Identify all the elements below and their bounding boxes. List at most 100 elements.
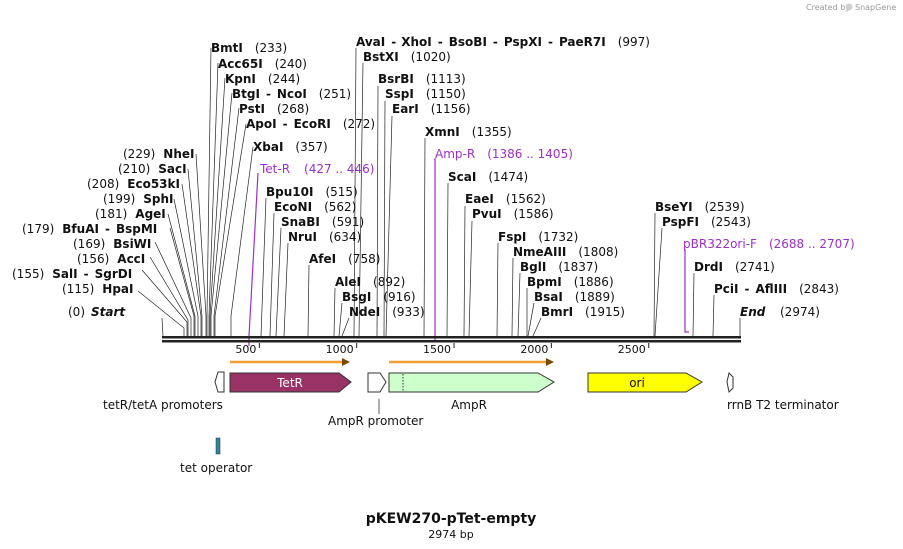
enzyme-site: DrdI(2741) xyxy=(694,260,775,274)
connector-pcii xyxy=(712,294,715,337)
map-ends: (0) Start End (2974) xyxy=(68,305,820,319)
feature-tet-operator xyxy=(215,437,221,455)
enzyme-site: (210)SacI xyxy=(118,162,187,176)
enzyme-site: (155)SalI-SgrDI xyxy=(12,267,132,281)
enzyme-site-label: SnaBI(591) xyxy=(281,215,364,229)
enzyme-site: FspI(1732) xyxy=(498,230,578,244)
enzyme-site: Bpu10I(515) xyxy=(266,185,358,199)
enzyme-site-label: BglI(1837) xyxy=(520,260,598,274)
orf-arrowhead-ampr xyxy=(546,358,554,366)
connector-xmni xyxy=(423,137,426,337)
start-label: Start xyxy=(91,305,126,319)
enzyme-site-label: (179)BfuAI-BspMI xyxy=(22,222,157,236)
enzyme-site: (208)Eco53kI xyxy=(87,177,180,191)
connector-bmti xyxy=(206,47,212,336)
axis-tick-label: 1500 xyxy=(423,343,451,356)
primer-line-pbr322ori-f xyxy=(684,249,689,333)
enzyme-site: AvaI-XhoI-BsoBI-PspXI-PaeR7I(997) xyxy=(356,35,650,49)
end-label: End xyxy=(740,305,766,319)
connector-saci xyxy=(187,168,203,336)
enzyme-site-label: (181)AgeI xyxy=(95,207,166,221)
connector-btgi xyxy=(210,92,233,336)
connector-psti xyxy=(213,107,240,336)
enzyme-site: BseYI(2539) xyxy=(655,200,745,214)
primer-labels: Tet-R(427 .. 446) Amp-R(1386 .. 1405) pB… xyxy=(259,147,855,251)
connector-bstxi xyxy=(358,62,364,337)
enzyme-site: BpmI(1886) xyxy=(527,275,614,289)
end-pos: (2974) xyxy=(780,305,820,319)
enzyme-site-label: XbaI(357) xyxy=(253,140,328,154)
feature-label-rrnb-t2-terminator: rrnB T2 terminator xyxy=(727,398,839,412)
enzyme-site: ApoI-EcoRI(272) xyxy=(246,117,375,131)
enzyme-site-label: (156)AccI xyxy=(77,252,145,266)
enzyme-site: BmtI(233) xyxy=(211,41,287,55)
enzyme-site: AfeI(758) xyxy=(309,252,380,266)
enzyme-site-label: NdeI(933) xyxy=(349,305,425,319)
features xyxy=(214,371,734,455)
enzyme-site-label: AvaI-XhoI-BsoBI-PspXI-PaeR7I(997) xyxy=(356,35,650,49)
connector-bsai xyxy=(527,302,535,337)
connector-afei xyxy=(307,264,310,337)
connector-eco53ki xyxy=(181,183,202,336)
enzyme-site-label: PspFI(2543) xyxy=(662,215,751,229)
snapgene-credit: Created by SnapGene xyxy=(806,3,896,12)
start-pos: (0) xyxy=(68,305,85,319)
connector-acci xyxy=(149,256,189,336)
connector-nmeaiii xyxy=(511,257,514,337)
connector-bpu10i xyxy=(260,197,267,337)
enzyme-site-label: NmeAIII(1808) xyxy=(513,245,618,259)
feature-tetr xyxy=(229,372,352,393)
enzyme-site: BsaI(1889) xyxy=(534,290,615,304)
enzyme-site-label: PciI-AflIII(2843) xyxy=(714,282,839,296)
map-size: 2974 bp xyxy=(428,528,473,541)
credit-brand: SnapGene xyxy=(855,3,896,12)
enzyme-site-label: SspI(1150) xyxy=(385,87,466,101)
feature-label-tetr-tetA-promoters: tetR/tetA promoters xyxy=(103,398,223,412)
dna-strand-bottom xyxy=(162,340,741,343)
enzyme-site-label: XmnI(1355) xyxy=(425,125,512,139)
feature-label-ampr-promoter: AmpR promoter xyxy=(328,414,423,428)
enzyme-site: (199)SphI xyxy=(103,192,174,206)
dna-strand-top xyxy=(162,336,741,339)
orf-arrowhead-tetr xyxy=(342,358,350,366)
enzyme-site-label: (229)NheI xyxy=(123,147,194,161)
enzyme-site-label: PvuI(1586) xyxy=(472,207,554,221)
enzyme-site: EaeI(1562) xyxy=(465,192,546,206)
connector-bfuai xyxy=(169,227,195,336)
enzyme-site-label: BmtI(233) xyxy=(211,41,287,55)
enzyme-site-label: Bpu10I(515) xyxy=(266,185,358,199)
credit-prefix: Created by xyxy=(806,3,850,12)
connector-eari xyxy=(385,115,393,337)
enzyme-site: SspI(1150) xyxy=(385,87,466,101)
connector-pspfi xyxy=(654,227,663,337)
connector-xbai xyxy=(230,146,254,336)
axis-tick-label: 1000 xyxy=(326,343,354,356)
enzyme-site-label: NruI(634) xyxy=(288,230,361,244)
feature-rrnb-t2-terminator xyxy=(726,372,734,394)
enzyme-site-label: FspI(1732) xyxy=(498,230,578,244)
connector-fspi xyxy=(496,242,499,337)
enzyme-site-label: (199)SphI xyxy=(103,192,174,206)
connector-sspi xyxy=(383,100,386,337)
enzyme-site: (156)AccI xyxy=(77,252,145,266)
primer-line-tet-r xyxy=(248,172,259,346)
connector-pvui xyxy=(468,220,473,337)
connector-eaei xyxy=(463,205,466,337)
connector-avai xyxy=(353,47,357,337)
feature-label-tet-operator: tet operator xyxy=(180,461,252,475)
enzyme-site: BtgI-NcoI(251) xyxy=(232,87,351,101)
enzyme-site: BstXI(1020) xyxy=(363,50,451,64)
enzyme-site-label: BsgI(916) xyxy=(342,290,416,304)
connector-bsrbi xyxy=(376,85,379,337)
enzyme-site: (229)NheI xyxy=(123,147,194,161)
connector-bgli xyxy=(517,272,521,337)
enzyme-site: AleI(892) xyxy=(335,275,405,289)
enzyme-site: (181)AgeI xyxy=(95,207,166,221)
enzyme-labels: (115)HpaI(155)SalI-SgrDI(156)AccI(169)Bs… xyxy=(12,35,839,319)
feature-label-ori: ori xyxy=(629,376,645,390)
enzyme-site: NdeI(933) xyxy=(349,305,425,319)
enzyme-site-label: EarI(1156) xyxy=(392,102,471,116)
enzyme-site-label: Acc65I(240) xyxy=(218,57,307,71)
